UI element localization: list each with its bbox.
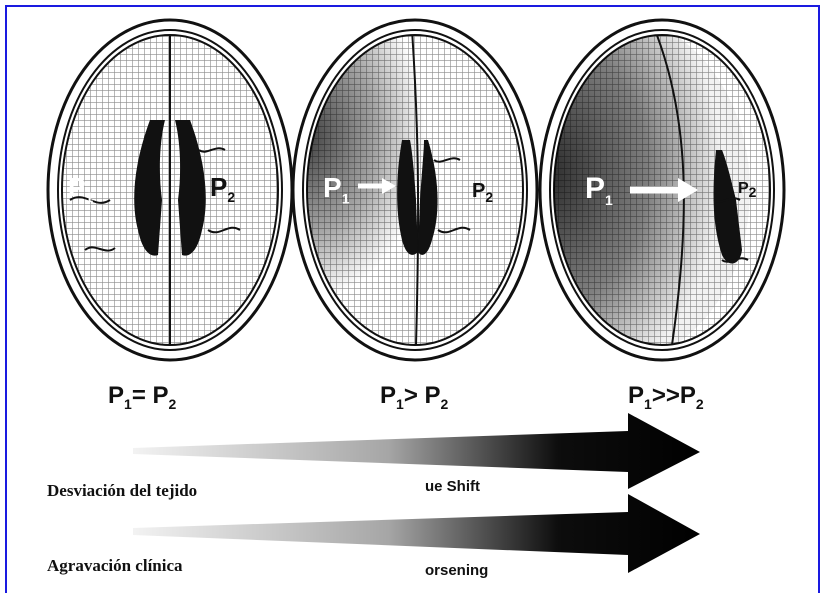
brain3-p1-label: P1 (585, 172, 613, 208)
brain1-p1-label: P1 (68, 172, 93, 205)
brain-panel-greater (250, 20, 537, 360)
clinical-worsening-tail-text: orsening (425, 562, 488, 579)
clinical-worsening-label: Agravación clínica (47, 556, 183, 576)
brain2-p1-label: P1 (323, 172, 349, 207)
tissue-shift-arrow[interactable] (133, 413, 700, 489)
relation-label-greater: P1> P2 (380, 382, 448, 412)
tissue-shift-label: Desviación del tejido (47, 481, 197, 501)
brain2-p2-label: P2 (472, 180, 493, 205)
relation-label-much-greater: P1>>P2 (628, 382, 704, 412)
brain3-p2-label: P2 (738, 180, 756, 200)
relation-label-equal: P1= P2 (108, 382, 176, 412)
tissue-shift-tail-text: ue Shift (425, 478, 480, 495)
brain1-p2-label: P2 (210, 172, 235, 205)
clinical-worsening-arrow[interactable] (133, 494, 700, 573)
